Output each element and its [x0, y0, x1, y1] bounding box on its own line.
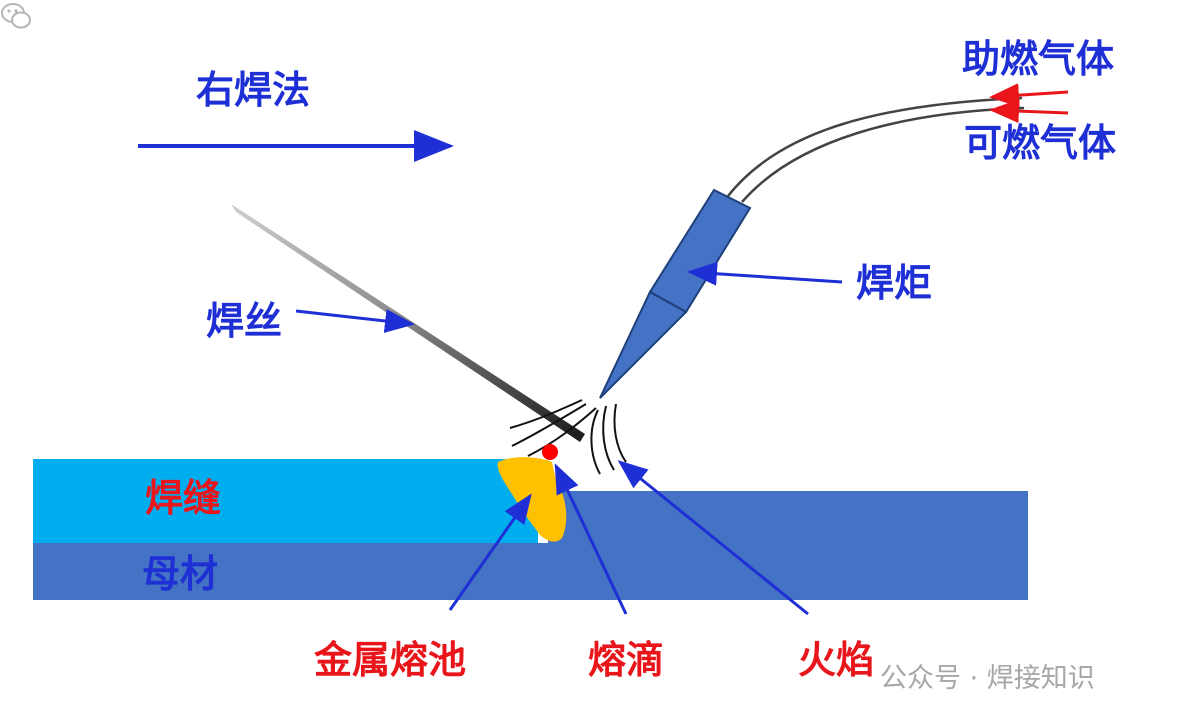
wechat-logo-icon	[1, 3, 31, 29]
fuel-gas-label: 可燃气体	[964, 121, 1117, 165]
base-metal-right-upper	[548, 491, 1028, 543]
torch-label: 焊炬	[856, 261, 933, 305]
flame-callout-arrow	[617, 460, 809, 616]
watermark-text: 公众号 · 焊接知识	[880, 663, 1095, 694]
weld-seam-label: 焊缝	[145, 476, 222, 520]
title-label: 右焊法	[196, 68, 311, 112]
flame-line-3	[527, 407, 597, 457]
base-metal-label: 母材	[142, 552, 219, 596]
droplet-callout-arrow	[554, 463, 628, 615]
fuel-gas-arrow	[989, 99, 1069, 124]
molten-droplet	[542, 444, 558, 460]
droplet-label: 熔滴	[588, 638, 665, 682]
flame-line-4	[590, 409, 601, 475]
base-metal-plate	[33, 543, 1028, 600]
flame-label: 火焰	[798, 638, 875, 682]
gas-hose-1	[727, 96, 1023, 197]
gas-hose-2	[741, 106, 1025, 203]
torch-nozzle	[599, 290, 688, 399]
molten-pool-label: 金属熔池	[314, 638, 467, 682]
weld-seam-layer	[33, 459, 538, 543]
flame-line-1	[509, 399, 583, 429]
flame-line-5	[602, 405, 615, 471]
filler-wire-label: 焊丝	[206, 299, 283, 343]
torch-callout-arrow	[687, 261, 843, 286]
pool-callout-arrow	[448, 493, 532, 611]
molten-pool-shape	[497, 457, 567, 542]
flame-line-6	[613, 403, 627, 463]
wire-callout-arrow	[295, 309, 415, 333]
support-gas-arrow	[989, 83, 1069, 108]
flame-line-2	[511, 403, 587, 447]
torch-body	[648, 188, 752, 314]
support-gas-label: 助燃气体	[962, 37, 1115, 81]
